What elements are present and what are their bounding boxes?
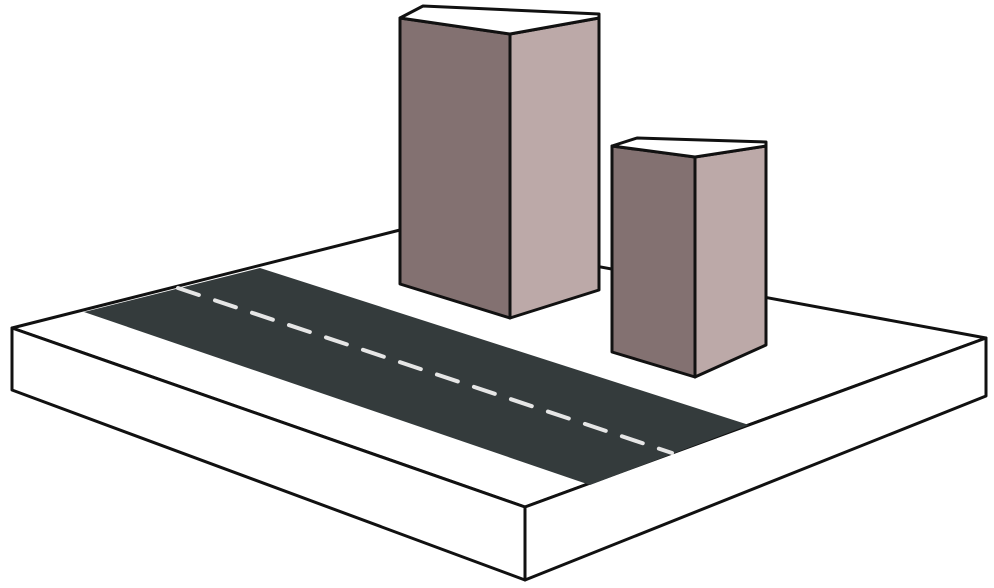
short-building-side-face [693,144,768,379]
tall-building [398,4,601,320]
short-building-front-face [610,144,697,379]
platform-right-face [523,336,988,582]
road-center-lane-marking [176,286,674,455]
road-surface [84,268,749,485]
road [84,268,749,485]
short-building [610,136,768,379]
tall-building-front-face [398,16,512,320]
tall-building-roof [398,4,601,36]
short-building-roof [610,136,768,159]
tall-building-side-face [508,16,601,320]
